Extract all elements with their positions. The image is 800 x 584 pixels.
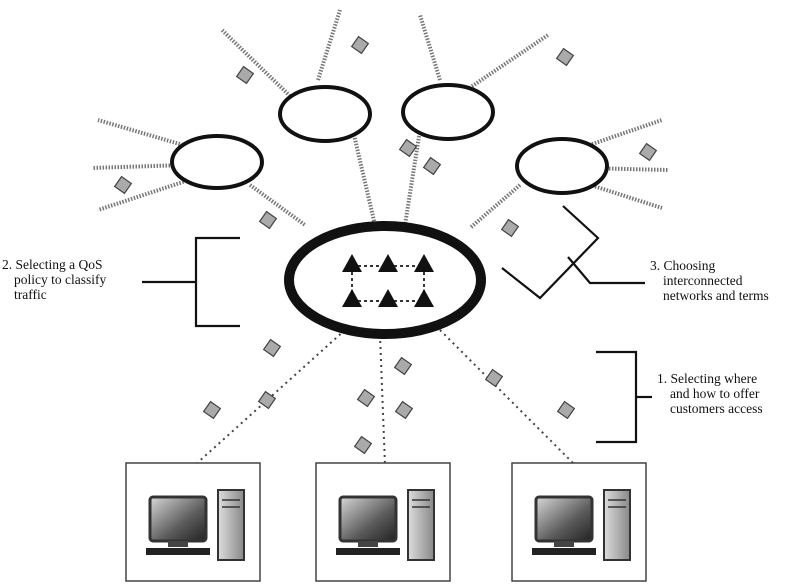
peer-networks [170,83,609,195]
keyboard-icon [146,548,210,555]
networks-label-line2: interconnected [663,273,743,288]
peer-network-left [170,134,264,190]
qos-label-line2: policy to classify [14,272,107,287]
tower-icon [603,489,631,561]
peer-network-top-right [401,83,495,141]
core-network [284,221,486,339]
peer-network-right [515,137,609,195]
monitor-icon [148,495,208,543]
customer-site-right [511,462,647,582]
networks-label-line1: 3. Choosing [650,258,716,273]
tower-icon [407,489,435,561]
external-links [91,9,669,230]
customer-access-label: 1. Selecting where and how to offer cust… [657,371,763,416]
callout-brackets [142,205,652,444]
access-label-line3: customers access [670,401,763,416]
customer-site-center [315,462,451,582]
qos-label-line1: 2. Selecting a QoS [2,257,103,272]
packet-icons [113,35,658,455]
access-label-line2: and how to offer [670,386,760,401]
monitor-icon [534,495,594,543]
interconnected-networks-label: 3. Choosing interconnected networks and … [650,258,769,303]
qos-label-line3: traffic [14,287,47,302]
access-links [194,329,576,466]
qos-policy-label: 2. Selecting a QoS policy to classify tr… [2,257,106,302]
access-label-line1: 1. Selecting where [657,371,758,386]
networks-label-line3: networks and terms [663,288,769,303]
monitor-icon [338,495,398,543]
tower-icon [217,489,245,561]
peer-network-top-left [278,85,372,143]
customer-site-left [125,462,261,582]
core-router-icons [342,254,434,307]
keyboard-icon [532,548,596,555]
keyboard-icon [336,548,400,555]
